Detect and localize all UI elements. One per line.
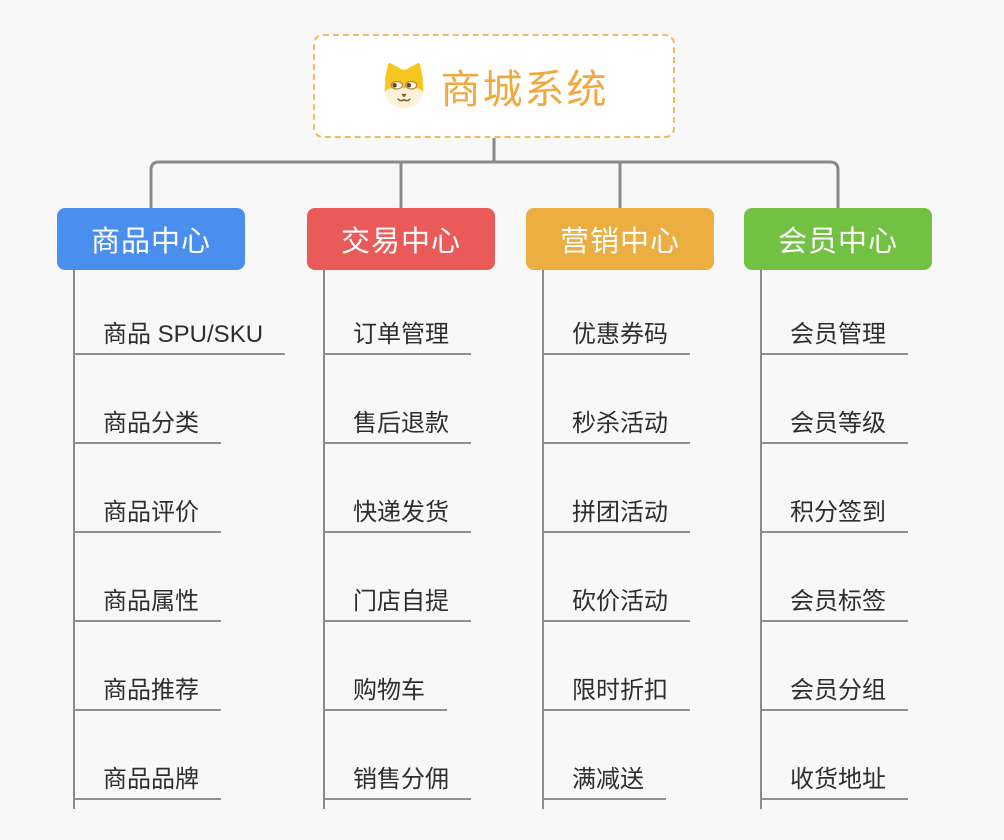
- item-node[interactable]: 满减送: [542, 765, 666, 800]
- item-node[interactable]: 商品属性: [73, 587, 221, 622]
- root-title: 商城系统: [440, 68, 609, 112]
- item-row: 会员管理: [760, 266, 908, 355]
- branch-marketing-center: 营销中心 优惠券码 秒杀活动 拼团活动 砍价活动 限时折扣 满减送: [526, 208, 714, 809]
- branch-connector-line: [73, 270, 75, 809]
- item-row: 会员标签: [760, 533, 908, 622]
- item-node[interactable]: 商品评价: [73, 498, 221, 533]
- item-node[interactable]: 砍价活动: [542, 587, 690, 622]
- item-row: 砍价活动: [542, 533, 690, 622]
- item-node[interactable]: 秒杀活动: [542, 409, 690, 444]
- item-node[interactable]: 积分签到: [760, 498, 908, 533]
- item-node[interactable]: 拼团活动: [542, 498, 690, 533]
- item-node[interactable]: 会员等级: [760, 409, 908, 444]
- item-list: 优惠券码 秒杀活动 拼团活动 砍价活动 限时折扣 满减送: [542, 266, 690, 800]
- item-row: 商品品牌: [73, 711, 285, 800]
- item-row: 限时折扣: [542, 622, 690, 711]
- item-node[interactable]: 门店自提: [323, 587, 471, 622]
- item-node[interactable]: 购物车: [323, 676, 447, 711]
- item-row: 会员等级: [760, 355, 908, 444]
- item-row: 快递发货: [323, 444, 471, 533]
- item-row: 收货地址: [760, 711, 908, 800]
- item-list: 商品 SPU/SKU 商品分类 商品评价 商品属性 商品推荐 商品品牌: [73, 266, 286, 800]
- category-node[interactable]: 交易中心: [307, 208, 495, 270]
- item-node[interactable]: 售后退款: [323, 409, 471, 444]
- branch-trade-center: 交易中心 订单管理 售后退款 快递发货 门店自提 购物车 销售分佣: [307, 208, 495, 809]
- item-row: 积分签到: [760, 444, 908, 533]
- item-row: 订单管理: [323, 266, 471, 355]
- item-row: 商品分类: [73, 355, 285, 444]
- item-row: 会员分组: [760, 622, 908, 711]
- branch-connector-line: [760, 270, 762, 809]
- dog-face-icon: [384, 63, 423, 109]
- item-list: 订单管理 售后退款 快递发货 门店自提 购物车 销售分佣: [323, 266, 471, 800]
- item-node[interactable]: 收货地址: [760, 765, 908, 800]
- branch-member-center: 会员中心 会员管理 会员等级 积分签到 会员标签 会员分组 收货地址: [744, 208, 932, 809]
- branch-product-center: 商品中心 商品 SPU/SKU 商品分类 商品评价 商品属性 商品推荐 商品品牌: [57, 208, 286, 809]
- item-row: 售后退款: [323, 355, 471, 444]
- item-node[interactable]: 商品分类: [73, 409, 221, 444]
- item-node[interactable]: 优惠券码: [542, 320, 690, 355]
- root-node[interactable]: 商城系统: [313, 34, 675, 138]
- item-row: 秒杀活动: [542, 355, 690, 444]
- item-node[interactable]: 订单管理: [323, 320, 471, 355]
- item-row: 商品评价: [73, 444, 285, 533]
- item-node[interactable]: 限时折扣: [542, 676, 690, 711]
- item-node[interactable]: 会员管理: [760, 320, 908, 355]
- item-node[interactable]: 会员分组: [760, 676, 908, 711]
- item-node[interactable]: 商品 SPU/SKU: [73, 320, 286, 355]
- category-label: 会员中心: [777, 226, 898, 258]
- item-list: 会员管理 会员等级 积分签到 会员标签 会员分组 收货地址: [760, 266, 908, 800]
- branch-connector-line: [323, 270, 325, 809]
- item-row: 商品推荐: [73, 622, 285, 711]
- item-node[interactable]: 会员标签: [760, 587, 908, 622]
- item-row: 拼团活动: [542, 444, 690, 533]
- item-row: 商品 SPU/SKU: [73, 266, 286, 355]
- item-row: 购物车: [323, 622, 471, 711]
- item-row: 满减送: [542, 711, 690, 800]
- category-node[interactable]: 会员中心: [744, 208, 932, 270]
- item-row: 门店自提: [323, 533, 471, 622]
- category-label: 交易中心: [340, 226, 461, 258]
- item-row: 商品属性: [73, 533, 285, 622]
- category-label: 营销中心: [559, 226, 680, 258]
- item-node[interactable]: 快递发货: [323, 498, 471, 533]
- category-label: 商品中心: [90, 226, 211, 258]
- category-node[interactable]: 营销中心: [526, 208, 714, 270]
- category-node[interactable]: 商品中心: [57, 208, 245, 270]
- item-row: 销售分佣: [323, 711, 471, 800]
- item-node[interactable]: 商品推荐: [73, 676, 221, 711]
- item-node[interactable]: 销售分佣: [323, 765, 471, 800]
- item-node[interactable]: 商品品牌: [73, 765, 221, 800]
- item-row: 优惠券码: [542, 266, 690, 355]
- branch-connector-line: [542, 270, 544, 809]
